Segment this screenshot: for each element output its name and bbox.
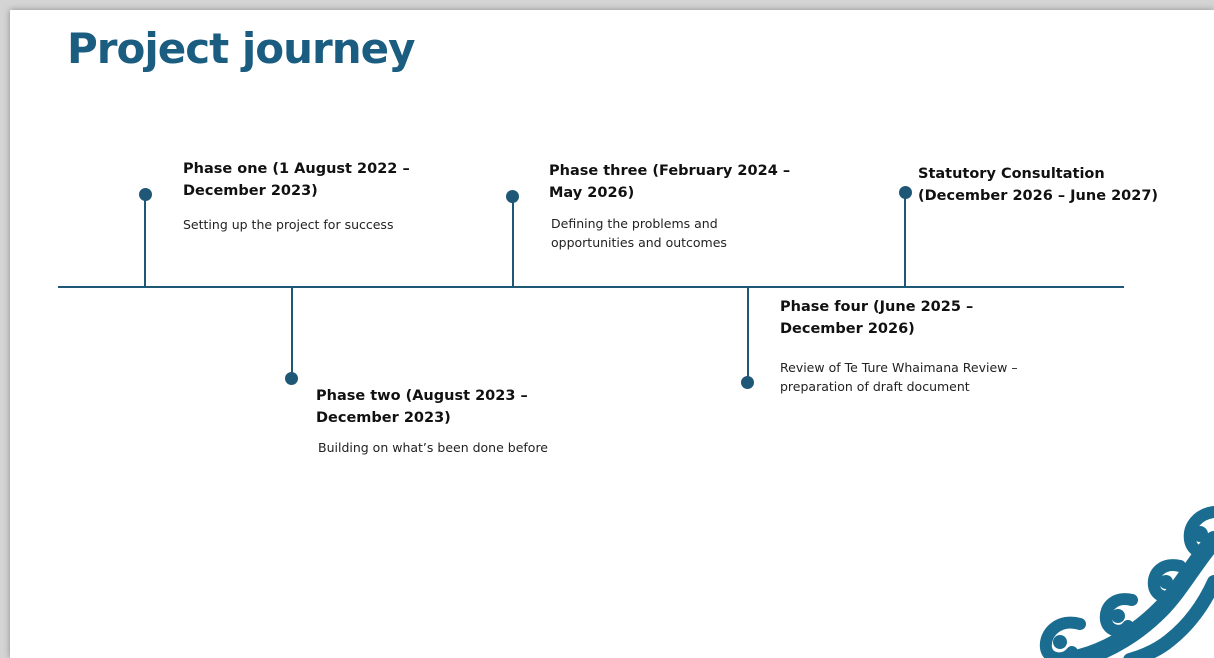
phase-two-description: Building on what’s been done before (318, 438, 548, 457)
phase-two-title-line-1: Phase two (August 2023 – (316, 388, 528, 404)
phase-four-title: Phase four (June 2025 – December 2026) (780, 296, 973, 340)
phase-three-title: Phase three (February 2024 – May 2026) (549, 160, 790, 204)
phase-two-title: Phase two (August 2023 – December 2023) (316, 385, 528, 429)
phase-three-description: Defining the problems and opportunities … (551, 214, 727, 252)
phase-two-title-line-2: December 2023) (316, 410, 451, 426)
statutory-consultation-title-line-1: Statutory Consultation (918, 166, 1105, 182)
phase-one-title-line-1: Phase one (1 August 2022 – (183, 161, 410, 177)
phase-one-description: Setting up the project for success (183, 215, 393, 234)
timeline-marker-phase-one (139, 188, 152, 201)
timeline-marker-statutory-consultation (899, 186, 912, 199)
statutory-consultation-title-line-2: (December 2026 – June 2027) (918, 188, 1159, 204)
phase-four-title-line-2: December 2026) (780, 321, 915, 337)
timeline-connector-phase-three (512, 196, 514, 288)
page-title: Project journey (67, 24, 415, 73)
timeline-connector-phase-four (747, 286, 749, 382)
phase-three-description-line-2: opportunities and outcomes (551, 235, 727, 250)
phase-four-description: Review of Te Ture Whaimana Review – prep… (780, 358, 1018, 396)
koru-icon (1039, 506, 1214, 658)
phase-one-title-line-2: December 2023) (183, 183, 318, 199)
phase-three-title-line-2: May 2026) (549, 185, 635, 201)
phase-four-title-line-1: Phase four (June 2025 – (780, 299, 974, 315)
phase-three-description-line-1: Defining the problems and (551, 216, 718, 231)
phase-three-title-line-1: Phase three (February 2024 – (549, 163, 791, 179)
phase-one-description-line-1: Setting up the project for success (183, 217, 394, 232)
timeline-marker-phase-four (741, 376, 754, 389)
slide: Project journey Phase one (1 August 2022… (10, 10, 1214, 658)
phase-one-title: Phase one (1 August 2022 – December 2023… (183, 158, 410, 202)
timeline-axis (58, 286, 1124, 288)
timeline-marker-phase-three (506, 190, 519, 203)
statutory-consultation-title: Statutory Consultation (December 2026 – … (918, 163, 1158, 207)
phase-four-description-line-1: Review of Te Ture Whaimana Review – (780, 360, 1018, 375)
phase-two-description-line-1: Building on what’s been done before (318, 440, 548, 455)
phase-four-description-line-2: preparation of draft document (780, 379, 970, 394)
timeline-connector-statutory-consultation (904, 192, 906, 288)
timeline-connector-phase-one (144, 194, 146, 288)
timeline-marker-phase-two (285, 372, 298, 385)
timeline-connector-phase-two (291, 286, 293, 378)
